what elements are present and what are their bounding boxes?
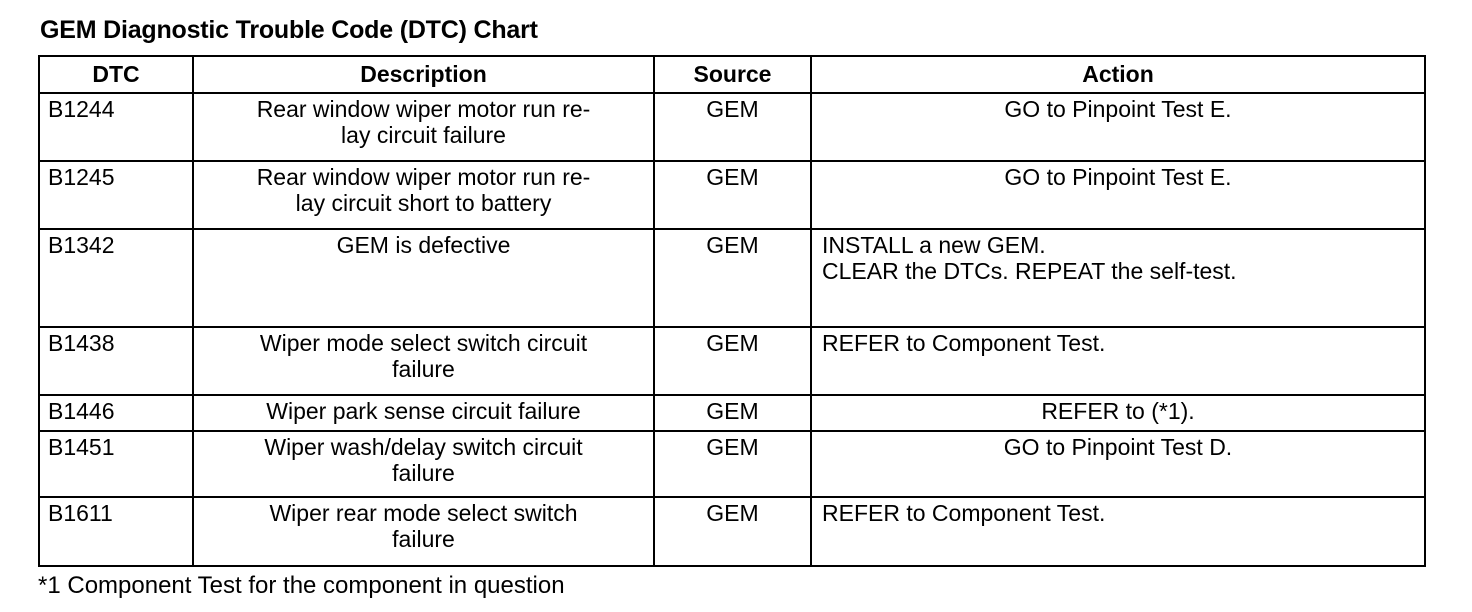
cell-action: GO to Pinpoint Test E. (810, 160, 1426, 230)
cell-action: REFER to (*1). (810, 394, 1426, 432)
cell-source: GEM (653, 160, 812, 230)
description-line: Rear window wiper motor run re- (256, 96, 591, 122)
cell-source: GEM (653, 92, 812, 162)
column-header-dtc: DTC (38, 55, 194, 94)
action-line: REFER to Component Test. (822, 330, 1106, 356)
description-line: GEM is defective (336, 232, 511, 258)
column-header-description: Description (192, 55, 655, 94)
action-line: REFER to Component Test. (822, 500, 1106, 526)
cell-action: INSTALL a new GEM.CLEAR the DTCs. REPEAT… (810, 228, 1426, 328)
description-line: failure (392, 525, 455, 552)
description-line: Wiper rear mode select switch (269, 500, 578, 526)
action-line: GO to Pinpoint Test E. (1004, 164, 1232, 190)
action-line: GO to Pinpoint Test D. (1003, 434, 1233, 460)
column-header-source: Source (653, 55, 812, 94)
cell-source: GEM (653, 430, 812, 498)
page-title: GEM Diagnostic Trouble Code (DTC) Chart (40, 16, 538, 44)
description-line: Wiper wash/delay switch circuit (264, 434, 583, 460)
description-line: Wiper park sense circuit failure (266, 398, 581, 424)
cell-description: GEM is defective (192, 228, 655, 328)
cell-dtc: B1611 (38, 496, 194, 567)
cell-action: GO to Pinpoint Test D. (810, 430, 1426, 498)
cell-description: Rear window wiper motor run re-lay circu… (192, 92, 655, 162)
description-line: Rear window wiper motor run re- (256, 164, 591, 190)
table-row: B1446 Wiper park sense circuit failure GEM… (38, 394, 1426, 432)
table-header: DTC Description Source Action (38, 55, 1426, 94)
cell-dtc: B1451 (38, 430, 194, 498)
description-line: lay circuit failure (341, 121, 506, 148)
cell-description: Rear window wiper motor run re-lay circu… (192, 160, 655, 230)
cell-dtc: B1245 (38, 160, 194, 230)
table-header-row: DTC Description Source Action (38, 55, 1426, 94)
column-header-action: Action (810, 55, 1426, 94)
cell-dtc: B1446 (38, 394, 194, 432)
action-line: CLEAR the DTCs. REPEAT the self-test. (822, 257, 1237, 284)
cell-dtc: B1438 (38, 326, 194, 396)
description-line: lay circuit short to battery (295, 189, 552, 216)
cell-dtc: B1244 (38, 92, 194, 162)
cell-action: REFER to Component Test. (810, 326, 1426, 396)
description-line: failure (392, 459, 455, 486)
description-line: failure (392, 355, 455, 382)
cell-source: GEM (653, 326, 812, 396)
action-line: GO to Pinpoint Test E. (1004, 96, 1232, 122)
cell-dtc: B1342 (38, 228, 194, 328)
action-line: INSTALL a new GEM. (822, 232, 1046, 258)
action-line: REFER to (*1). (1041, 398, 1195, 424)
description-line: Wiper mode select switch circuit (259, 330, 588, 356)
cell-source: GEM (653, 496, 812, 567)
cell-source: GEM (653, 394, 812, 432)
cell-action: REFER to Component Test. (810, 496, 1426, 567)
cell-action: GO to Pinpoint Test E. (810, 92, 1426, 162)
footnote: *1 Component Test for the component in q… (38, 572, 565, 599)
cell-description: Wiper park sense circuit failure (192, 394, 655, 432)
cell-source: GEM (653, 228, 812, 328)
